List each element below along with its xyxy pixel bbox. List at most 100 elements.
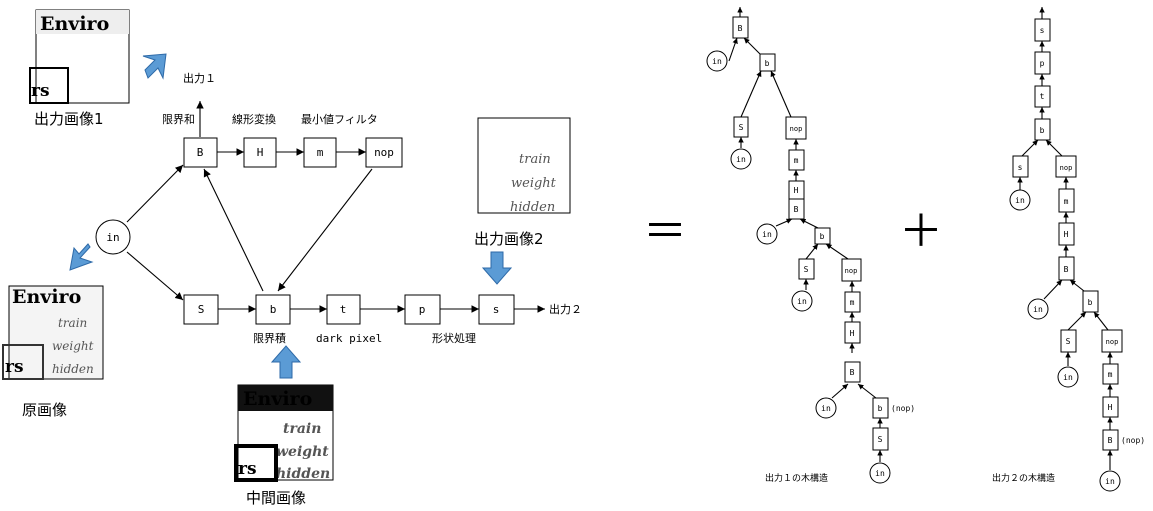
svg-text:train: train — [283, 421, 321, 437]
node-s: s — [478, 294, 515, 325]
svg-text:S: S — [804, 265, 809, 274]
svg-text:in: in — [106, 231, 119, 244]
svg-text:B: B — [850, 368, 855, 377]
caption-output-image-2: 出力画像2 — [474, 230, 544, 248]
svg-text:in: in — [821, 404, 831, 413]
svg-text:nop: nop — [374, 146, 394, 159]
svg-text:S: S — [878, 435, 883, 444]
svg-text:nop: nop — [1060, 164, 1073, 172]
svg-text:p: p — [419, 303, 426, 316]
svg-text:hidden: hidden — [276, 466, 330, 482]
svg-text:S: S — [1066, 337, 1071, 346]
svg-text:weight: weight — [52, 339, 94, 353]
svg-text:nop: nop — [790, 125, 803, 133]
svg-text:S: S — [198, 303, 205, 316]
label-min-filter: 最小値フィルタ — [301, 113, 378, 126]
node-H: H — [243, 137, 277, 168]
svg-text:in: in — [797, 297, 807, 306]
svg-text:B: B — [794, 205, 799, 214]
caption-intermediate-image: 中間画像 — [246, 489, 306, 507]
node-p: p — [404, 294, 441, 325]
edge-nop-b — [277, 168, 373, 292]
svg-text:m: m — [1064, 197, 1069, 206]
pointer-arrow-original — [69, 243, 94, 271]
svg-text:weight: weight — [511, 176, 557, 191]
svg-text:b: b — [765, 59, 770, 68]
intermediate-image-thumbnail: Enviro train weight hidden rs — [234, 384, 334, 482]
label-linear-transform: 線形変換 — [232, 112, 276, 126]
svg-text:b: b — [1088, 298, 1093, 307]
svg-text:rs: rs — [31, 81, 50, 101]
original-image-thumbnail: Enviro train weight hidden rs — [2, 285, 104, 380]
svg-text:s: s — [1018, 163, 1023, 172]
svg-text:H: H — [1108, 403, 1113, 412]
svg-text:H: H — [850, 329, 855, 338]
svg-text:in: in — [1105, 477, 1115, 486]
svg-text:in: in — [762, 230, 772, 239]
svg-text:hidden: hidden — [52, 362, 94, 376]
svg-text:in: in — [1015, 196, 1025, 205]
svg-text:s: s — [1040, 26, 1045, 35]
node-in: in — [95, 219, 131, 255]
tree1-caption: 出力１の木構造 — [765, 472, 828, 484]
equals-sign: ＝ — [643, 206, 687, 257]
edge-in-B — [126, 164, 184, 223]
svg-text:b: b — [820, 232, 825, 241]
edge-b-B — [203, 168, 264, 292]
plus-sign: ＋ — [899, 206, 943, 257]
pointer-arrow-output2 — [481, 251, 513, 285]
svg-text:m: m — [1108, 370, 1113, 379]
svg-text:nop: nop — [845, 267, 858, 275]
pointer-arrow-intermediate — [270, 345, 302, 379]
node-t: t — [326, 294, 361, 325]
label-output1: 出力１ — [183, 71, 216, 85]
svg-text:b: b — [270, 303, 277, 316]
svg-text:in: in — [712, 57, 722, 66]
node-nop: nop — [365, 137, 403, 168]
caption-original-image: 原画像 — [22, 401, 67, 419]
svg-text:H: H — [794, 186, 799, 195]
svg-text:m: m — [317, 146, 324, 159]
svg-text:in: in — [875, 469, 885, 478]
svg-text:m: m — [794, 156, 799, 165]
tree2-caption: 出力２の木構造 — [992, 472, 1055, 484]
label-output2: 出力２ — [549, 302, 582, 316]
svg-text:in: in — [1063, 373, 1073, 382]
edge-in-S — [126, 251, 184, 301]
svg-text:B: B — [197, 146, 204, 159]
svg-text:B: B — [738, 24, 743, 33]
pointer-arrow-output1 — [142, 53, 167, 80]
svg-text:s: s — [493, 303, 500, 316]
svg-text:p: p — [1040, 59, 1045, 68]
svg-text:S: S — [739, 123, 744, 132]
node-m: m — [303, 137, 337, 168]
svg-text:weight: weight — [276, 444, 329, 460]
caption-output-image-1: 出力画像1 — [34, 110, 104, 128]
svg-text:Enviro: Enviro — [243, 388, 312, 410]
svg-text:H: H — [1064, 230, 1069, 239]
node-S: S — [183, 294, 219, 325]
svg-text:B: B — [1064, 265, 1069, 274]
svg-text:train: train — [519, 152, 551, 167]
tree-output2: s p t b s nop in m H B in b S nop in m H… — [992, 7, 1145, 492]
svg-text:in: in — [736, 155, 746, 164]
label-shape-processing: 形状処理 — [432, 331, 476, 345]
svg-text:nop: nop — [1106, 338, 1119, 346]
svg-text:t: t — [340, 303, 347, 316]
svg-text:in: in — [1033, 305, 1043, 314]
svg-text:Enviro: Enviro — [40, 13, 109, 35]
svg-text:t: t — [1040, 92, 1045, 101]
svg-text:rs: rs — [238, 459, 257, 479]
svg-text:b: b — [878, 404, 883, 413]
processing-graph: in B H m nop S b t — [95, 71, 582, 345]
node-b: b — [255, 294, 291, 325]
svg-text:H: H — [257, 146, 264, 159]
svg-text:hidden: hidden — [510, 200, 555, 215]
svg-text:B: B — [1108, 436, 1113, 445]
svg-text:Enviro: Enviro — [12, 286, 81, 308]
tree2-nop-annotation: (nop) — [1121, 436, 1145, 445]
label-dark-pixel: dark pixel — [316, 332, 382, 345]
svg-text:train: train — [58, 316, 87, 330]
label-bounded-product: 限界積 — [253, 331, 286, 345]
